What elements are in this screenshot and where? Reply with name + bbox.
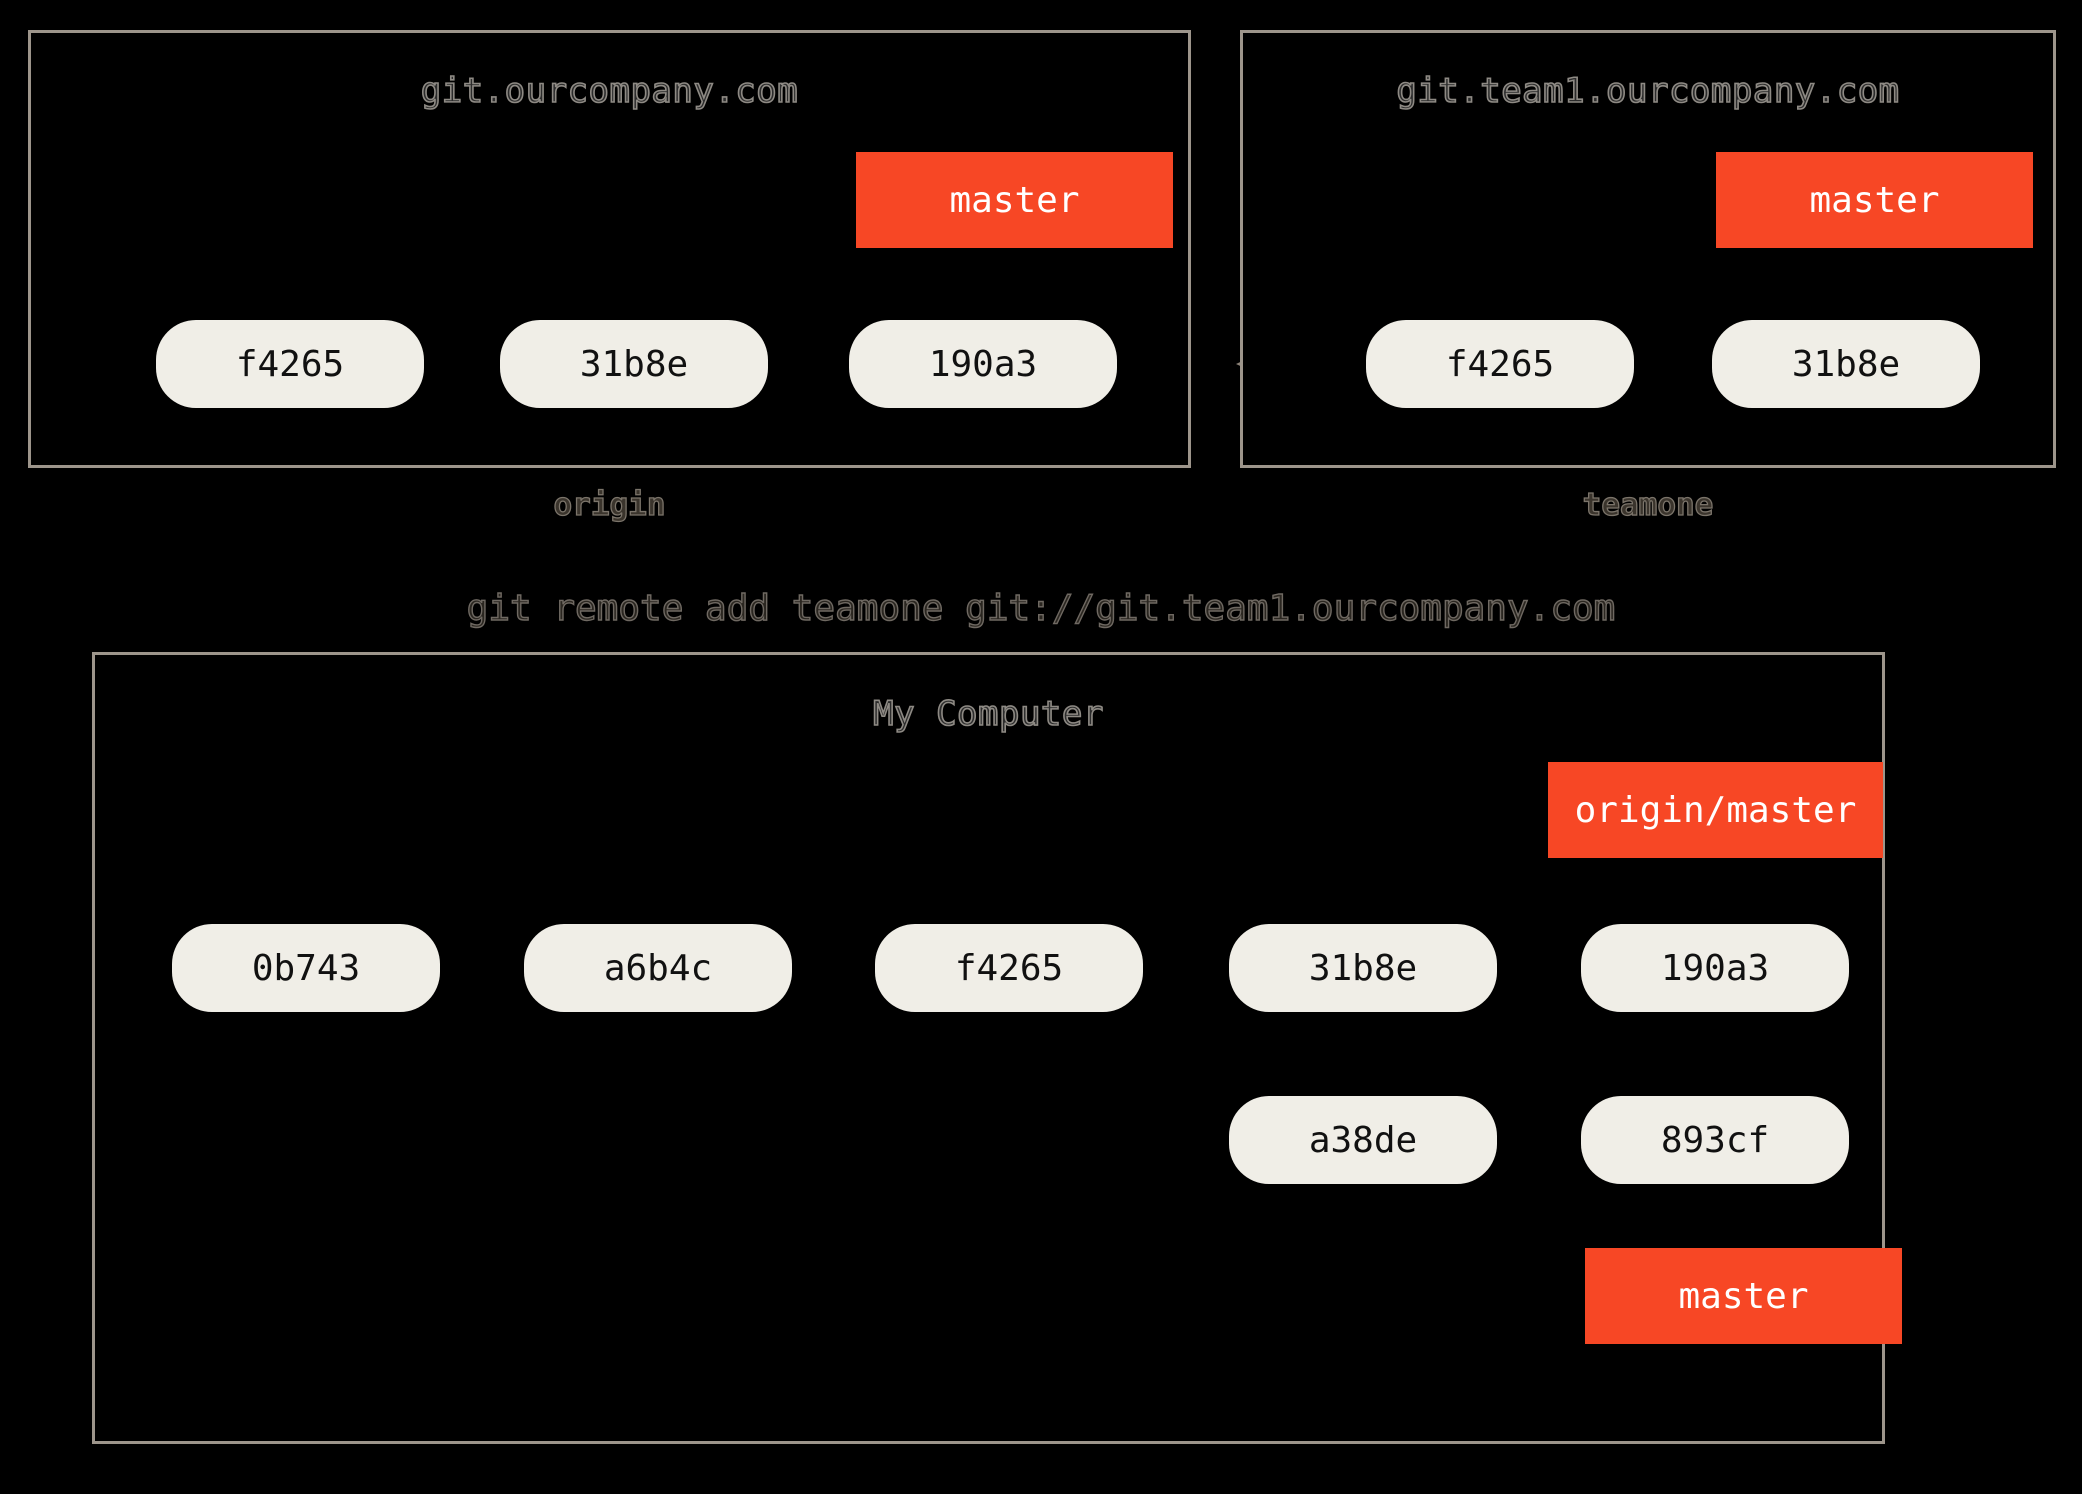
commit-node-190a3-origin[interactable]: 190a3 — [849, 320, 1117, 408]
commit-label: f4265 — [235, 343, 345, 385]
panel-my-computer-title: My Computer — [872, 693, 1104, 735]
commit-label: 0b743 — [251, 947, 361, 989]
panel-origin-caption: origin — [553, 486, 666, 523]
branch-label-master-origin[interactable]: master — [856, 152, 1173, 248]
commit-label: 31b8e — [1308, 947, 1418, 989]
commit-node-31b8e-mycomputer[interactable]: 31b8e — [1229, 924, 1497, 1012]
commit-node-0b743[interactable]: 0b743 — [172, 924, 440, 1012]
commit-label: 190a3 — [928, 343, 1038, 385]
branch-label-text: master — [1809, 179, 1940, 221]
commit-node-f4265-origin[interactable]: f4265 — [156, 320, 424, 408]
panel-teamone-title: git.team1.ourcompany.com — [1396, 70, 1900, 112]
commit-label: f4265 — [1445, 343, 1555, 385]
commit-label: 31b8e — [1791, 343, 1901, 385]
commit-node-a38de[interactable]: a38de — [1229, 1096, 1497, 1184]
commit-label: 893cf — [1660, 1119, 1770, 1161]
branch-label-text: master — [1678, 1275, 1809, 1317]
branch-label-text: origin/master — [1574, 789, 1857, 831]
panel-teamone-caption: teamone — [1582, 486, 1714, 523]
commit-label: 31b8e — [579, 343, 689, 385]
commit-node-31b8e-origin[interactable]: 31b8e — [500, 320, 768, 408]
branch-label-origin-master[interactable]: origin/master — [1548, 762, 1883, 858]
commit-node-a6b4c[interactable]: a6b4c — [524, 924, 792, 1012]
commit-label: 190a3 — [1660, 947, 1770, 989]
branch-label-text: master — [949, 179, 1080, 221]
commit-node-31b8e-teamone[interactable]: 31b8e — [1712, 320, 1980, 408]
branch-label-master-mycomputer[interactable]: master — [1585, 1248, 1902, 1344]
panel-origin-title: git.ourcompany.com — [420, 70, 799, 112]
git-command-text: git remote add teamone git://git.team1.o… — [466, 587, 1616, 629]
commit-node-f4265-teamone[interactable]: f4265 — [1366, 320, 1634, 408]
commit-label: a38de — [1308, 1119, 1418, 1161]
commit-label: f4265 — [954, 947, 1064, 989]
commit-node-f4265-mycomputer[interactable]: f4265 — [875, 924, 1143, 1012]
branch-label-master-teamone[interactable]: master — [1716, 152, 2033, 248]
commit-node-190a3-mycomputer[interactable]: 190a3 — [1581, 924, 1849, 1012]
commit-node-893cf[interactable]: 893cf — [1581, 1096, 1849, 1184]
commit-label: a6b4c — [603, 947, 713, 989]
